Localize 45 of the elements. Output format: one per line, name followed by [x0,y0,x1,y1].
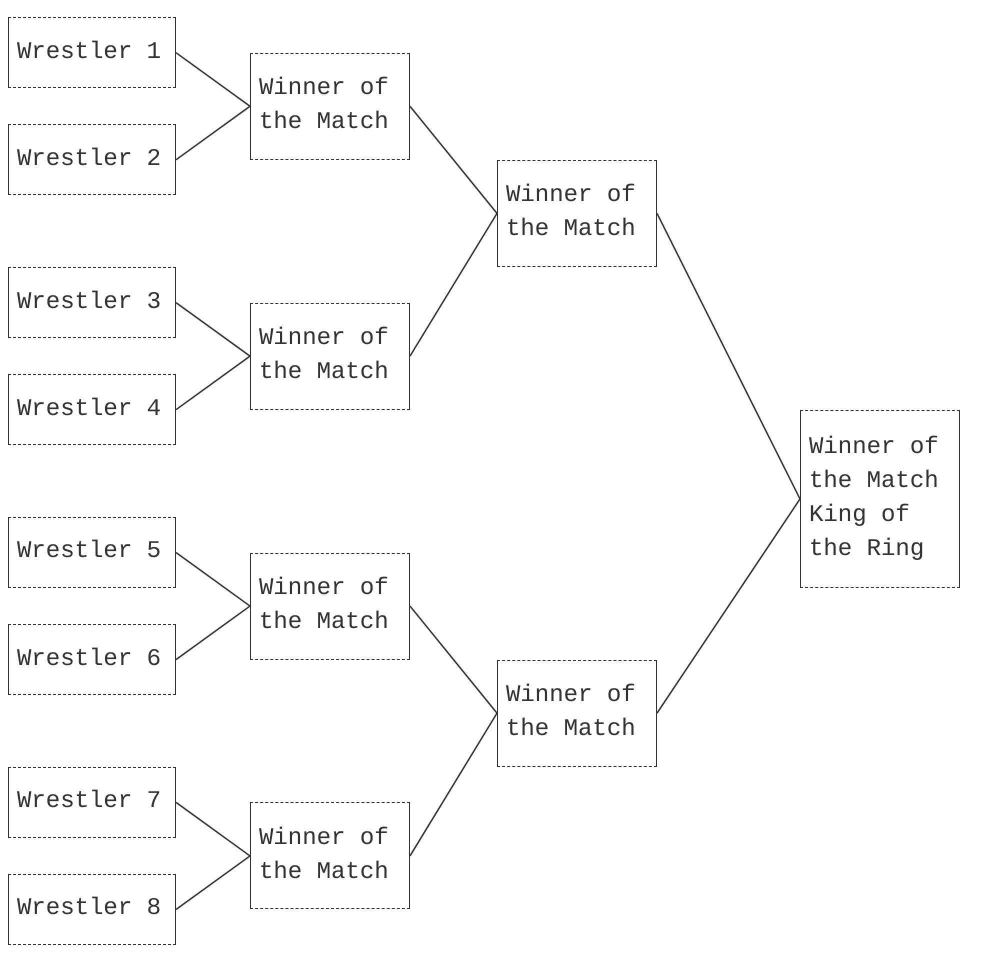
bracket-box [250,802,410,910]
connector-line [656,498,801,714]
bracket-box [250,302,410,410]
box-text: Winner of the Match [259,824,390,888]
connector-line [176,605,250,660]
connector-line [176,855,250,910]
box-text: Winner of the Match [259,574,390,638]
connector-line [409,606,498,714]
connector-line [176,52,250,107]
box-text: Winner of the Match [506,181,637,246]
connector-line [176,356,250,410]
bracket-box [8,124,176,196]
bracket-box [497,660,657,767]
connector-line [176,302,250,357]
connector-line [409,712,498,856]
box-text: Wrestler 8 [17,894,162,924]
box-text: Winner of the Match [809,432,940,497]
box-text: Wrestler 2 [17,144,162,175]
box-text: Wrestler 4 [17,394,162,425]
bracket-box [250,552,410,660]
box-text: Wrestler 3 [17,288,162,318]
connector-line [656,213,801,500]
connector-line [409,106,498,214]
bracket-box [8,624,176,696]
box-text: Wrestler 1 [17,38,162,68]
box-text: Wrestler 5 [17,537,162,568]
connector-line [176,106,250,160]
box-text: Winner of the Match [259,74,390,138]
bracket-box [8,266,176,338]
box-text: Wrestler 7 [17,787,162,818]
bracket-box [8,17,176,88]
box-text: King of the Ring [809,500,926,565]
connector-line [409,212,498,357]
bracket-box [497,160,657,267]
bracket-box [800,410,960,588]
bracket-box [8,874,176,946]
connector-line [176,802,250,857]
bracket-box [8,766,176,838]
box-text: Winner of the Match [506,681,637,746]
bracket-box [8,374,176,446]
bracket-box [250,52,410,160]
connector-line [176,552,250,607]
box-text: Winner of the Match [259,324,390,388]
box-text: Wrestler 6 [17,644,162,675]
bracket-box [8,516,176,588]
